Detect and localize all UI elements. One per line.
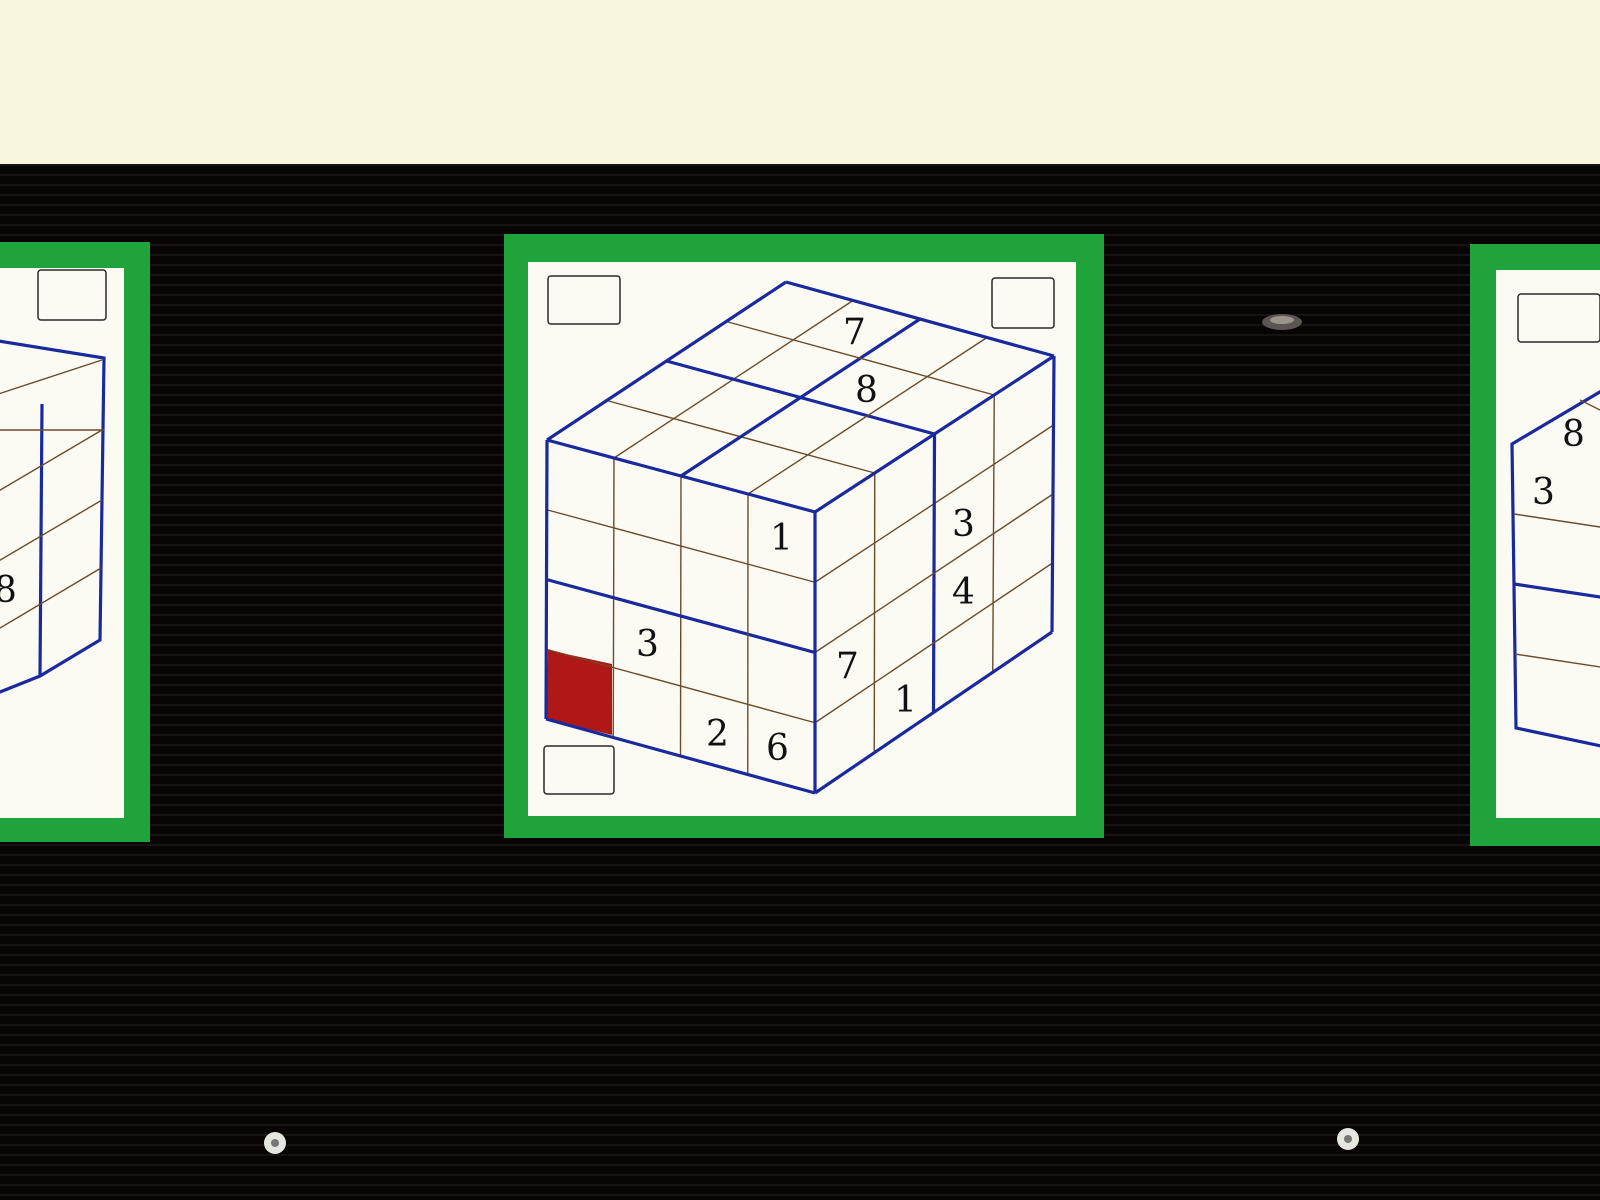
left-card-cube-grid (0, 339, 106, 694)
right-card-digit-front: 3 (1532, 472, 1555, 513)
grid-line-thick (1050, 355, 1056, 633)
left-card: 8 (0, 242, 150, 842)
grid-line-thick (545, 717, 816, 795)
grid-line-thick (544, 439, 549, 720)
cube-grid (544, 280, 1056, 795)
highlight-cell (546, 650, 612, 735)
grid-line-thick (785, 280, 1055, 358)
grid-line (814, 562, 1053, 724)
front-face-digit-1: 1 (770, 518, 793, 559)
right-card-digit-top: 8 (1562, 414, 1585, 455)
screw-left (264, 1132, 286, 1154)
grid-line-thick (546, 577, 816, 655)
bolt-head (1262, 314, 1302, 330)
corner-tag-top-right (991, 277, 1055, 329)
right-card: 8 3 (1470, 244, 1600, 846)
grid-line (814, 493, 1054, 654)
grid-line (747, 336, 988, 495)
grid-line-thick (814, 354, 1055, 514)
right-face-digit-1: 3 (952, 504, 975, 545)
grid-line (546, 648, 816, 724)
center-card: 7 8 1 3 2 6 3 4 7 1 (504, 234, 1104, 838)
top-face-digit-2: 8 (855, 370, 878, 411)
right-card-cube-grid (1510, 389, 1600, 748)
grid-line-thick (666, 359, 935, 436)
grid-line-thick (814, 630, 1053, 795)
grid-line (726, 320, 995, 396)
wall (0, 0, 1600, 170)
corner-tag-top-left (547, 275, 621, 325)
left-card-digit: 8 (0, 570, 17, 611)
top-face-digit-1: 7 (843, 312, 866, 353)
screw-right (1337, 1128, 1359, 1150)
right-face-digit-2: 4 (952, 572, 975, 613)
corner-tag-bottom-left (543, 745, 615, 795)
grid-line (992, 394, 995, 673)
front-face-digit-2: 3 (636, 624, 659, 665)
front-face-digit-4: 6 (766, 728, 789, 769)
right-face-digit-4: 1 (894, 680, 917, 721)
front-face-digit-3: 2 (706, 714, 729, 755)
grid-line-thick (546, 280, 787, 442)
right-face-digit-3: 7 (836, 646, 859, 687)
grid-line-thick (546, 438, 816, 514)
